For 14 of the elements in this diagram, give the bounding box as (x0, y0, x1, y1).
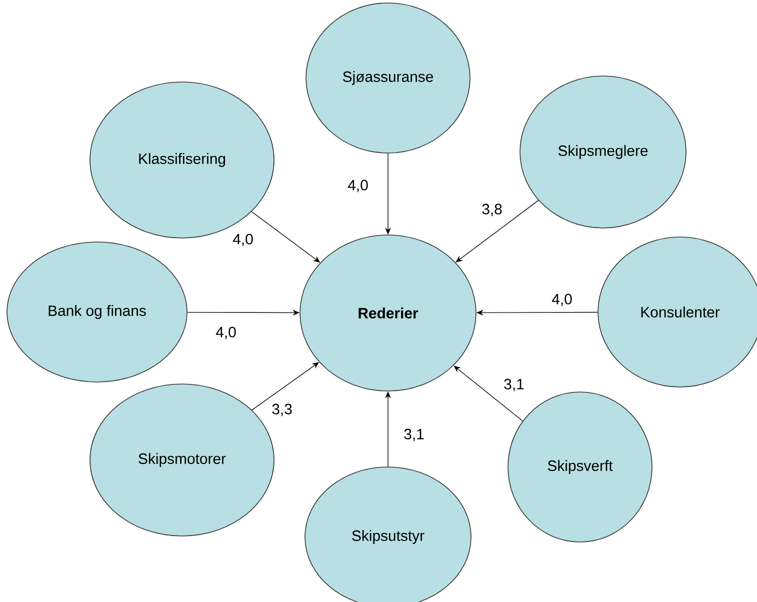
arrow (456, 200, 539, 262)
ellipse-node: Bank og finans (6, 242, 188, 382)
edge-label: 3,1 (502, 378, 526, 392)
edge-label: 3,8 (480, 202, 504, 218)
ellipse-node: Sjøassuranse (306, 2, 470, 154)
ellipse-node: Skipsmeglere (520, 76, 686, 228)
ellipse-node: Konsulenter (598, 236, 757, 388)
ellipse-node: Skipsverft (508, 392, 652, 542)
ellipse-node: Skipsutstyr (304, 466, 472, 602)
edge-label: 3,1 (402, 428, 426, 442)
edge-label: 4,0 (550, 292, 574, 308)
edge-label: 4,0 (214, 326, 238, 340)
arrow (454, 366, 523, 422)
edge-label: 4,0 (346, 178, 370, 194)
